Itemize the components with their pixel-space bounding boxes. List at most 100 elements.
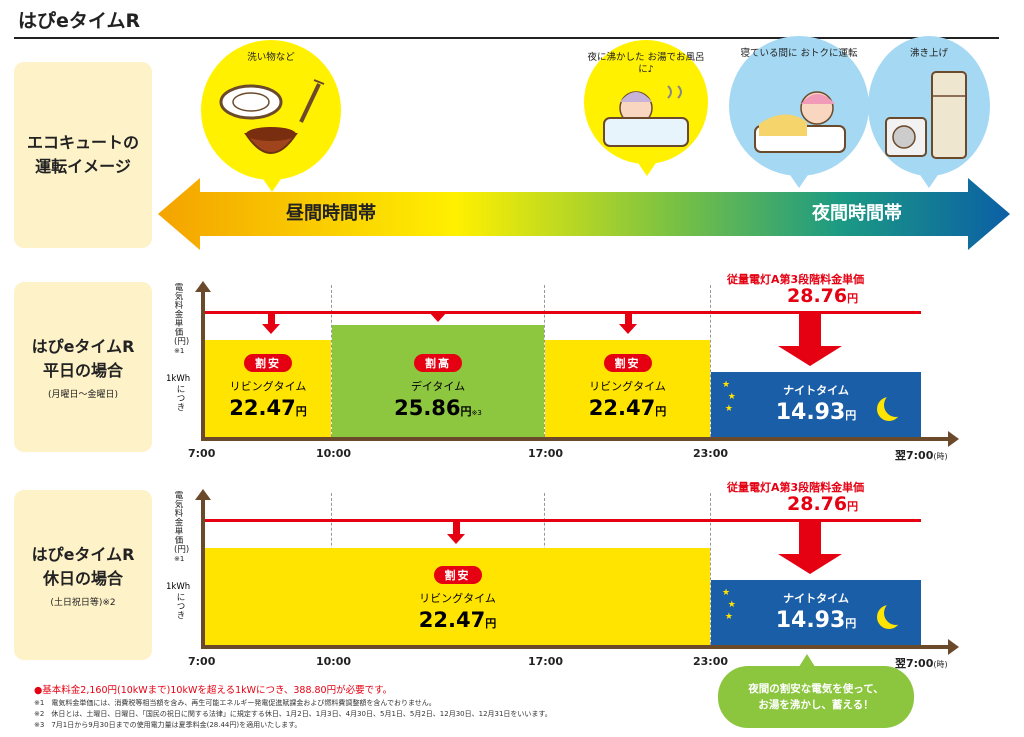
- holiday-reference-price: 28.76: [787, 493, 848, 515]
- holiday-band-living-name: リビングタイム: [419, 592, 496, 605]
- weekday-time-10: 10:00: [316, 447, 352, 460]
- holiday-y-axis-label: 電気料金単価(円) ※1: [174, 492, 189, 564]
- title-divider: [14, 37, 999, 39]
- weekday-band-living-morning-name: リビングタイム: [229, 380, 307, 393]
- weekday-y-axis: [201, 290, 205, 440]
- weekday-arrow-3: [619, 312, 637, 334]
- weekday-band-living-evening-unit: 円: [655, 405, 667, 418]
- eco-label-line1: エコキュートの: [26, 133, 139, 152]
- holiday-grid-23: [710, 493, 711, 645]
- holiday-time-17: 17:00: [528, 655, 564, 668]
- weekday-y-axis-text: 電気料金単価(円): [174, 283, 190, 347]
- weekday-arrow-1: [262, 312, 280, 334]
- holiday-label-line2: 休日の場合: [42, 568, 123, 588]
- weekday-y-axis-label: 電気料金単価(円) ※1: [174, 284, 189, 356]
- weekday-band-living-morning-unit: 円: [295, 405, 307, 418]
- bubble-bath-tail: [636, 160, 658, 176]
- bubble-dishes-caption: 洗い物など: [247, 52, 295, 63]
- holiday-moon-icon: [884, 601, 908, 625]
- weekday-reference-price-wrap: 28.76円: [787, 285, 858, 307]
- weekday-time-next7-wrap: 翌7:00(時): [895, 447, 948, 463]
- weekday-band-living-morning-price: 22.47: [229, 396, 296, 420]
- holiday-band-night-unit: 円: [845, 617, 857, 630]
- holiday-label-line1: はぴeタイムR: [31, 544, 135, 564]
- holiday-time-unit: (時): [933, 660, 948, 669]
- holiday-stars-icon: ★ ★ ★: [722, 588, 736, 622]
- weekday-grid-10: [331, 285, 332, 437]
- weekday-label-line1: はぴeタイムR: [31, 336, 135, 356]
- green-bubble-line1: 夜間の割安な電気を使って、: [748, 683, 884, 695]
- weekday-reference-price: 28.76: [787, 285, 848, 307]
- weekday-label-line2: 平日の場合: [42, 360, 123, 380]
- holiday-y-axis-arrowhead: [195, 489, 211, 500]
- weekday-time-23: 23:00: [693, 447, 729, 460]
- weekday-reference-line: [205, 311, 921, 314]
- bubble-sleep-tail: [788, 172, 810, 188]
- weekday-band-living-morning-badge: 割安: [244, 354, 292, 372]
- weekday-arrow-night: [778, 312, 842, 366]
- holiday-time-10: 10:00: [316, 655, 352, 668]
- holiday-band-living-badge: 割安: [433, 566, 482, 584]
- weekday-x-axis-arrowhead: [948, 431, 959, 447]
- holiday-reference-unit: 円: [847, 500, 859, 513]
- note-2: ※2 休日とは、土曜日、日曜日、「国民の祝日に関する法律」に規定する休日、1月2…: [34, 710, 552, 718]
- holiday-arrow-night: [778, 520, 842, 574]
- holiday-time-23: 23:00: [693, 655, 729, 668]
- holiday-x-axis: [201, 645, 951, 649]
- holiday-arrow-1: [447, 520, 465, 544]
- ecocute-unit-icon: [885, 71, 967, 159]
- weekday-band-day-badge: 割高: [414, 354, 462, 372]
- weekday-band-night: ナイトタイム 14.93円: [711, 372, 921, 437]
- sleeping-person-icon: [754, 91, 846, 153]
- day-period-label: 昼間時間帯: [286, 203, 376, 224]
- bubble-heat-tail: [918, 172, 940, 188]
- weekday-band-day-unit: 円: [460, 405, 472, 418]
- holiday-y-axis-per: 1kWh: [166, 582, 191, 592]
- holiday-band-night-price: 14.93: [775, 608, 846, 633]
- weekday-band-living-evening-price: 22.47: [588, 396, 656, 420]
- weekday-x-axis: [201, 437, 951, 441]
- holiday-y-axis: [201, 498, 205, 648]
- note-1: ※1 電気料金単価には、消費税等相当額を含み、再生可能エネルギー発電促進賦課金お…: [34, 699, 436, 707]
- weekday-reference-unit: 円: [847, 292, 859, 305]
- page-title: はぴeタイムR: [18, 10, 141, 32]
- holiday-band-night-name: ナイトタイム: [783, 592, 849, 605]
- weekday-grid-17: [544, 285, 545, 437]
- weekday-band-night-unit: 円: [845, 409, 857, 422]
- bubble-dishes: 洗い物など: [201, 40, 341, 180]
- weekday-band-day-note: ※3: [471, 409, 482, 417]
- bubble-heat-caption: 沸き上げ: [909, 48, 948, 59]
- green-bubble-line2: お湯を沸かし、蓄える！: [758, 699, 874, 711]
- weekday-y-axis-per: 1kWh: [166, 374, 191, 384]
- holiday-time-next7: 翌7:00: [895, 657, 934, 670]
- weekday-y-axis-per2: につき: [176, 385, 186, 413]
- weekday-y-axis-arrowhead: [195, 281, 211, 292]
- weekday-time-next7: 翌7:00: [895, 449, 934, 462]
- holiday-reference-title: 従量電灯A第3段階料金単価: [727, 481, 865, 494]
- holiday-band-night: ナイトタイム 14.93円: [711, 580, 921, 645]
- holiday-band-living: 割安 リビングタイム 22.47円: [205, 548, 710, 645]
- holiday-y-axis-per2: につき: [176, 593, 186, 621]
- bubble-heat: 沸き上げ: [868, 36, 990, 176]
- weekday-band-night-price: 14.93: [775, 400, 846, 425]
- holiday-y-axis-text: 電気料金単価(円): [174, 491, 190, 555]
- weekday-reference-title: 従量電灯A第3段階料金単価: [727, 273, 865, 286]
- bubble-bath: 夜に沸かした お湯でお風呂に♪: [584, 40, 708, 164]
- weekday-band-day-price: 25.86: [394, 396, 461, 420]
- holiday-x-axis-arrowhead: [948, 639, 959, 655]
- weekday-label-sub: (月曜日～金曜日): [47, 389, 119, 400]
- weekday-band-living-evening-badge: 割安: [603, 354, 652, 372]
- weekday-label-box: はぴeタイムR 平日の場合 (月曜日～金曜日): [14, 282, 152, 452]
- bubble-dishes-tail: [261, 176, 283, 192]
- note-basic-fee: ●基本料金2,160円(10kWまで)10kWを超える1kWにつき、388.80…: [34, 685, 393, 696]
- note-3: ※3 7月1日から9月30日までの使用電力量は夏季料金(28.44円)を適用いた…: [34, 721, 302, 729]
- holiday-label-sub: (土日祝日等)※2: [50, 597, 116, 608]
- weekday-band-day: 割高 デイタイム 25.86円※3: [332, 325, 544, 437]
- weekday-time-unit: (時): [933, 452, 948, 461]
- eco-label-box: エコキュートの 運転イメージ: [14, 62, 152, 248]
- holiday-y-axis-note: ※1: [174, 555, 185, 563]
- dishes-icon: [219, 79, 325, 154]
- time-band-arrow: [158, 178, 1010, 250]
- weekday-time-7: 7:00: [188, 447, 216, 460]
- holiday-label-box: はぴeタイムR 休日の場合 (土日祝日等)※2: [14, 490, 152, 660]
